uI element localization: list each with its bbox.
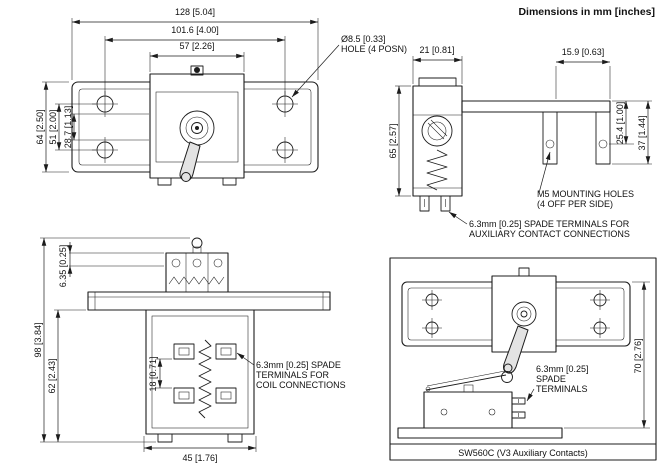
dim-body-depth: 21 [0.81] xyxy=(412,45,463,84)
coil-spring xyxy=(426,149,448,191)
mounting-hole xyxy=(92,91,118,117)
dim-overall-width: 128 [5.04] xyxy=(71,7,319,80)
dim-hole-pitch-height: 51 [2.00] xyxy=(48,103,96,151)
dim-switch-height: 70 [2.76] xyxy=(564,281,650,429)
dim-label-side-height: 65 [2.57] xyxy=(388,123,398,158)
dim-spade-thickness: 6.35 [0.25] xyxy=(58,242,164,287)
dim-label-switch-height: 70 [2.76] xyxy=(633,338,643,373)
dim-label-hole-height: 25.4 [1.00] xyxy=(615,102,625,145)
units-note: Dimensions in mm [inches] xyxy=(518,6,655,18)
m5-note-line2: (4 OFF PER SIDE) xyxy=(537,199,613,209)
dim-side-height: 65 [2.57] xyxy=(388,85,411,197)
dim-label-lower-height: 62 [2.43] xyxy=(47,358,57,393)
dim-label-lower-body-width: 45 [1.76] xyxy=(182,453,217,463)
toggle-lever xyxy=(179,141,201,182)
aux-view-border xyxy=(389,257,657,461)
dim-overall-height: 64 [2.50] xyxy=(35,81,69,173)
dim-label-flange-height: 37 [1.44] xyxy=(637,115,647,150)
mounting-plate-front xyxy=(87,291,331,311)
coil-note-line2: TERMINALS FOR xyxy=(256,370,330,380)
dim-terminal-gap: 18 [0.71] xyxy=(148,356,172,392)
mounting-hole xyxy=(590,318,610,338)
coil-note-line3: COIL CONNECTIONS xyxy=(256,380,346,390)
top-stud xyxy=(191,237,203,254)
dim-label-inner-height: 28.7 [1.13] xyxy=(63,106,73,149)
dim-label-lower-overall-height: 98 [3.84] xyxy=(33,322,43,357)
coil-note-line1: 6.3mm [0.25] SPADE xyxy=(256,360,341,370)
contactor-body xyxy=(149,65,245,186)
m5-note-line1: M5 MOUNTING HOLES xyxy=(537,189,634,199)
aux-terminals-callout: 6.3mm [0.25] SPADE TERMINALS FOR AUXILIA… xyxy=(448,211,630,239)
mounting-hole xyxy=(272,91,298,117)
dim-label-hole-pitch-width: 101.6 [4.00] xyxy=(171,25,219,35)
side-body xyxy=(412,77,463,197)
spade-terminals-callout: 6.3mm [0.25] SPADE TERMINALS xyxy=(526,364,589,402)
coil-terminals-callout: 6.3mm [0.25] SPADE TERMINALS FOR COIL CO… xyxy=(236,352,346,390)
dim-flange-offset: 15.9 [0.63] xyxy=(555,47,611,99)
spade-note-line1: 6.3mm [0.25] xyxy=(536,364,589,374)
hole-callout: Ø8.5 [0.33] HOLE (4 POSN) xyxy=(291,34,407,98)
dim-flange-height: 37 [1.44] xyxy=(612,100,652,165)
mounting-hole xyxy=(422,290,442,310)
dim-label-body-width: 57 [2.26] xyxy=(179,41,214,51)
mounting-hole xyxy=(422,318,442,338)
dim-body-width: 57 [2.26] xyxy=(149,41,245,72)
dim-label-terminal-gap: 18 [0.71] xyxy=(148,356,158,391)
side-view: 21 [0.81] 15.9 [0.63] 65 [2.57] 25.4 [1.… xyxy=(388,45,652,239)
aux-spade-terminal xyxy=(440,195,451,212)
aux-spade-terminal xyxy=(419,195,430,212)
coil-spade-terminal xyxy=(215,343,237,360)
aux-spade-terminal xyxy=(511,397,526,405)
lower-body xyxy=(145,309,255,443)
hole-note-line1: Ø8.5 [0.33] xyxy=(341,34,386,44)
aux-note-line2: AUXILIARY CONTACT CONNECTIONS xyxy=(469,229,630,239)
dim-lower-body-width: 45 [1.76] xyxy=(143,436,257,463)
dim-label-overall-width: 128 [5.04] xyxy=(175,7,215,17)
mounting-flange xyxy=(595,111,611,165)
mounting-plate-edge xyxy=(461,100,611,113)
front-view: 128 [5.04] 101.6 [4.00] 57 [2.26] 64 [2.… xyxy=(35,7,407,186)
dim-label-hole-pitch-height: 51 [2.00] xyxy=(48,109,58,144)
spade-note-line2: SPADE xyxy=(536,374,566,384)
mounting-hole xyxy=(92,137,118,163)
coil-spade-terminal xyxy=(173,387,195,404)
dim-label-overall-height: 64 [2.50] xyxy=(35,109,45,144)
hole-note-line2: HOLE (4 POSN) xyxy=(341,44,407,54)
aux-view-caption: SW560C (V3 Auxiliary Contacts) xyxy=(458,448,588,458)
coil xyxy=(421,115,453,147)
dim-inner-height: 28.7 [1.13] xyxy=(63,106,149,149)
coil-spade-terminal xyxy=(173,343,195,360)
coil-spade-terminal xyxy=(215,387,237,404)
aux-note-line1: 6.3mm [0.25] SPADE TERMINALS FOR xyxy=(469,219,630,229)
aux-contacts-view: 70 [2.76] 6.3mm [0.25] SPADE TERMINALS S… xyxy=(389,257,657,461)
dim-hole-pitch-width: 101.6 [4.00] xyxy=(104,25,286,95)
aux-spade-terminal xyxy=(511,411,526,419)
dim-label-spade-thickness: 6.35 [0.25] xyxy=(58,245,68,288)
center-spring xyxy=(198,339,212,419)
dim-label-body-depth: 21 [0.81] xyxy=(419,45,454,55)
dim-label-flange-offset: 15.9 [0.63] xyxy=(562,47,605,57)
microswitch xyxy=(397,370,563,439)
mounting-hole xyxy=(272,137,298,163)
main-terminal-block xyxy=(165,252,229,293)
dim-lower-height: 62 [2.43] xyxy=(47,309,86,443)
mounting-flange xyxy=(542,111,558,165)
mounting-hole xyxy=(590,290,610,310)
dim-hole-height: 25.4 [1.00] xyxy=(609,100,652,145)
coil-terminal-view: 6.35 [0.25] 98 [3.84] 62 [2.43] 18 [0.71… xyxy=(33,237,346,463)
spade-note-line3: TERMINALS xyxy=(536,384,588,394)
m5-callout: M5 MOUNTING HOLES (4 OFF PER SIDE) xyxy=(537,151,634,209)
